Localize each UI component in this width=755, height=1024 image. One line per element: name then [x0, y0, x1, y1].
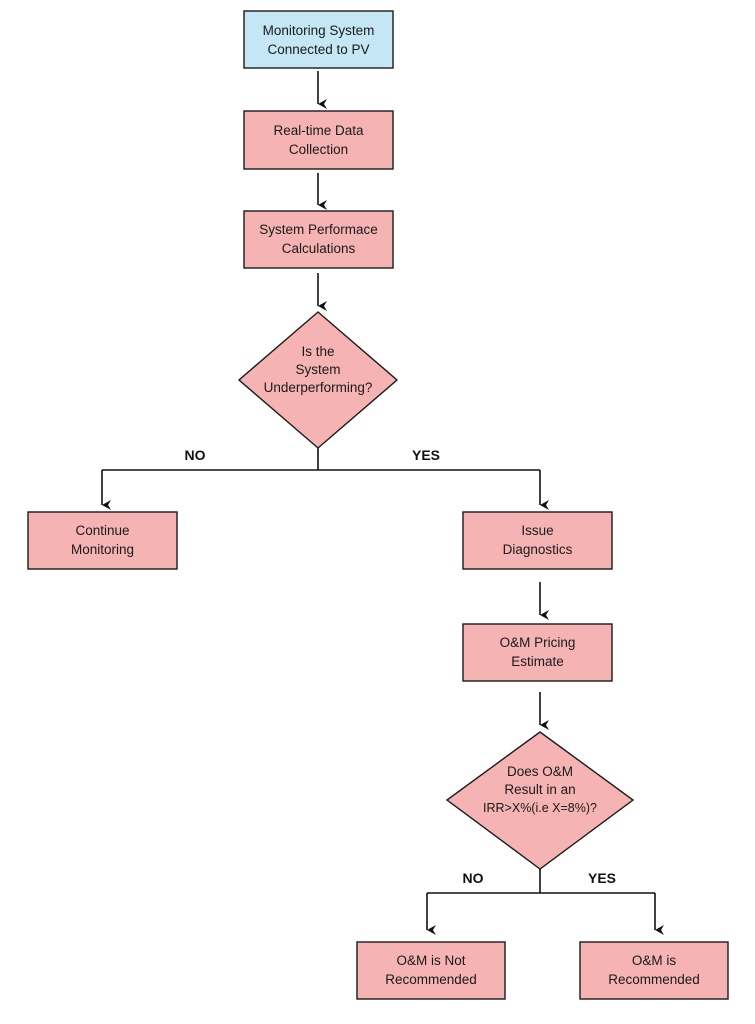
node-monitoring-system: Monitoring System Connected to PV: [243, 10, 394, 69]
node-label-line: IRR>X%(i.e X=8%)?: [483, 801, 597, 815]
node-label-line: Recommended: [385, 972, 477, 987]
node-label-line: Is the: [301, 344, 334, 359]
node-label-line: Underperforming?: [264, 380, 373, 395]
decision-irr: Does O&M Result in an IRR>X%(i.e X=8%)?: [445, 731, 635, 870]
branch-label-no-irr: NO: [463, 870, 484, 886]
branch-label-yes: YES: [412, 447, 440, 463]
node-label-line: Calculations: [282, 241, 356, 256]
node-label-line: System Performace: [259, 222, 378, 237]
process-box: [462, 623, 613, 682]
decision-diamond: [237, 311, 399, 449]
branch-label-yes-irr: YES: [588, 870, 616, 886]
node-label-line: Does O&M: [507, 764, 573, 779]
node-pricing-estimate: O&M Pricing Estimate: [462, 623, 613, 682]
connector-decision-split: [102, 448, 540, 471]
connectors: [101, 71, 664, 935]
node-data-collection: Real-time Data Collection: [243, 110, 394, 170]
start-box: [243, 10, 394, 69]
node-label-line: System: [295, 362, 340, 377]
node-label-line: Estimate: [511, 654, 564, 669]
node-label-line: Result in an: [504, 782, 575, 797]
node-continue-monitoring: Continue Monitoring: [27, 511, 178, 570]
node-recommended: O&M is Recommended: [579, 941, 729, 1000]
connector-irr-split: [427, 869, 655, 894]
node-label-line: Recommended: [608, 972, 700, 987]
node-label-line: Monitoring: [71, 542, 134, 557]
branch-label-no: NO: [185, 447, 206, 463]
node-issue-diagnostics: Issue Diagnostics: [462, 511, 613, 570]
terminal-box: [579, 941, 729, 1000]
node-label-line: O&M is Not: [396, 953, 465, 968]
node-label-line: Connected to PV: [267, 42, 369, 57]
node-performance-calculations: System Performace Calculations: [243, 210, 394, 269]
node-label-line: O&M Pricing: [500, 635, 576, 650]
node-not-recommended: O&M is Not Recommended: [356, 941, 506, 1000]
process-box: [243, 210, 394, 269]
node-label-line: Real-time Data: [273, 123, 364, 138]
process-box: [462, 511, 613, 570]
process-box: [243, 110, 394, 170]
node-label-line: Issue: [521, 523, 553, 538]
node-label-line: O&M is: [632, 953, 677, 968]
process-box: [27, 511, 178, 570]
node-label-line: Collection: [289, 142, 348, 157]
decision-underperforming: Is the System Underperforming?: [237, 311, 399, 449]
decision-diamond: [445, 731, 635, 870]
node-label-line: Monitoring System: [263, 23, 375, 38]
terminal-box: [356, 941, 506, 1000]
node-label-line: Diagnostics: [503, 542, 573, 557]
node-label-line: Continue: [75, 523, 129, 538]
